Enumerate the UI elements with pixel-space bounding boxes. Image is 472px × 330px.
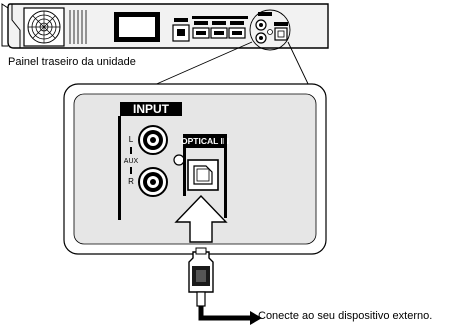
aux-right-jack — [138, 167, 168, 197]
hdmi-ports — [192, 16, 248, 39]
jack-label-left: L — [129, 135, 134, 144]
input-header-bar — [120, 102, 182, 116]
highlight-circle — [249, 9, 291, 51]
optical-header-bar — [183, 134, 227, 148]
aux-left-jack — [138, 125, 168, 155]
cable-arrowhead-icon — [250, 311, 262, 325]
vent-slots — [69, 10, 87, 44]
connect-device-caption: Conecte ao seu dispositivo externo. — [258, 310, 433, 322]
speaker-terminal — [114, 12, 160, 42]
input-header-label: INPUT — [133, 102, 170, 116]
indicator-ring — [173, 154, 185, 166]
optical-cable-plug — [188, 247, 262, 325]
optical-header-label: OPTICAL IN — [181, 136, 229, 146]
rear-audio-jacks — [255, 12, 288, 44]
jack-label-right: R — [128, 177, 134, 186]
zoomed-input-panel: INPUT L AUX R OPTICAL IN — [63, 83, 327, 255]
rear-panel-illustration — [1, 3, 329, 51]
lan-port-icon — [172, 18, 190, 42]
jack-label-aux: AUX — [124, 158, 139, 165]
callout-lines — [151, 41, 311, 89]
optical-port-icon — [187, 159, 219, 191]
insert-arrow-icon — [174, 194, 228, 243]
fan-grille-icon — [23, 7, 65, 47]
rear-panel-caption: Painel traseiro da unidade — [8, 56, 136, 68]
